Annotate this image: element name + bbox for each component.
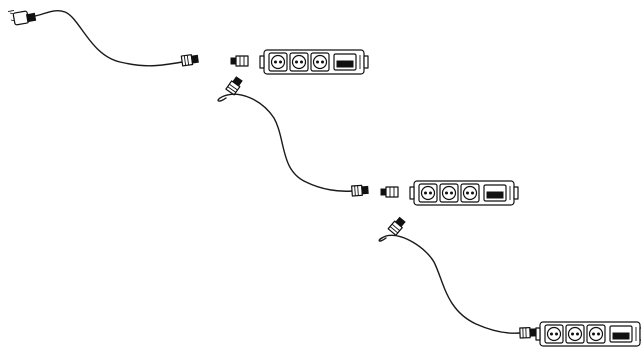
mains-plug-icon: [7, 10, 37, 26]
strip-connector-icon: [380, 186, 399, 198]
cable-connector-icon: [519, 326, 537, 339]
cable-connector-icon: [180, 53, 200, 67]
power-cable: [34, 9, 183, 67]
cable-connector-icon: [225, 75, 244, 96]
cable-connector-icon: [351, 184, 369, 197]
cable-connector-icon: [387, 215, 407, 236]
extension-cable: [378, 234, 521, 334]
power-strip: [259, 49, 369, 75]
strip-connector-icon: [230, 55, 249, 67]
extension-cable: [217, 93, 353, 192]
power-strip: [409, 180, 519, 206]
power-strip: [535, 321, 641, 347]
